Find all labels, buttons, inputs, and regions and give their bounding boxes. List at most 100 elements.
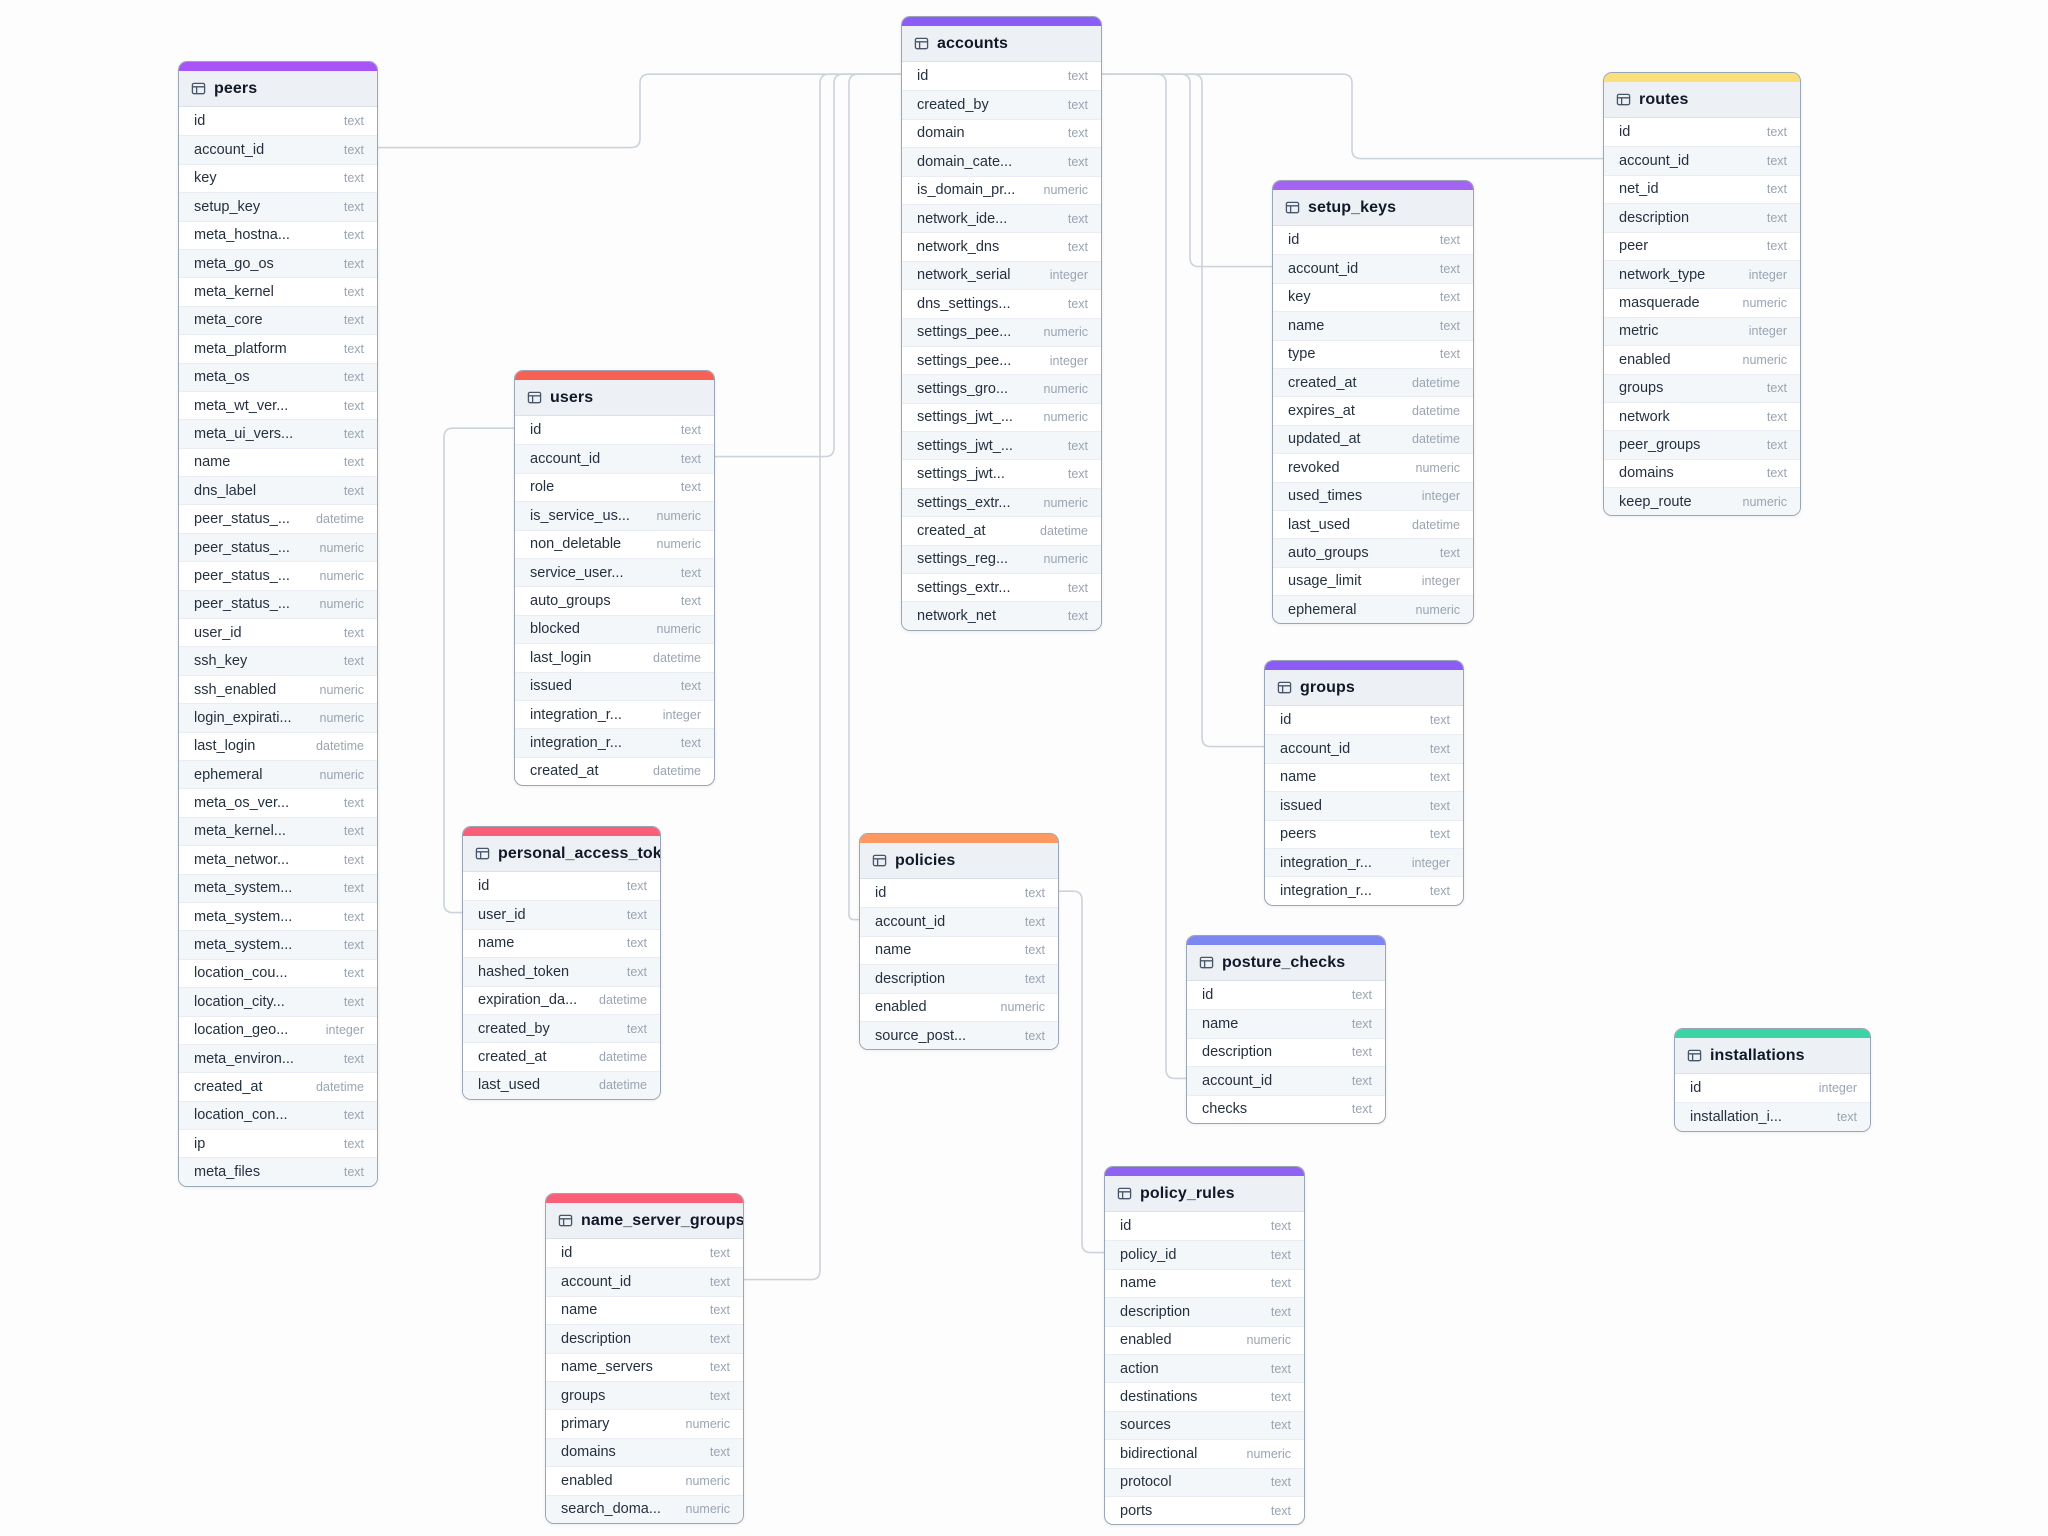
table-header: posture_checks xyxy=(1187,945,1385,981)
field-type: datetime xyxy=(316,739,364,754)
field-name: non_deletable xyxy=(530,536,622,553)
field-name: account_id xyxy=(1288,261,1359,278)
field-type: numeric xyxy=(656,508,701,523)
field-name: meta_system... xyxy=(194,908,293,925)
table-title: setup_keys xyxy=(1308,198,1397,216)
field-type: numeric xyxy=(1246,1446,1291,1461)
field-type: text xyxy=(1067,211,1088,226)
field-type: text xyxy=(1067,438,1088,453)
field-type: integer xyxy=(1411,855,1450,870)
table-title: peers xyxy=(214,79,258,97)
field-type: text xyxy=(1024,943,1045,958)
field-name: primary xyxy=(561,1416,610,1433)
field-type: text xyxy=(709,1331,730,1346)
field-type: text xyxy=(1024,886,1045,901)
table-accent-bar xyxy=(902,17,1101,26)
field-type: text xyxy=(1024,971,1045,986)
field-name: name xyxy=(875,942,912,959)
field-name: location_con... xyxy=(194,1107,288,1124)
table-header: accounts xyxy=(902,26,1101,62)
field-type: text xyxy=(343,398,364,413)
field-name: name_servers xyxy=(561,1359,653,1376)
relationship-line xyxy=(848,73,902,921)
field-row-is_service_us: is_service_us...numeric xyxy=(515,501,714,530)
field-name: meta_os_ver... xyxy=(194,795,290,812)
field-name: meta_environ... xyxy=(194,1050,294,1067)
field-name: key xyxy=(1288,289,1311,306)
field-name: network_serial xyxy=(917,267,1011,284)
field-type: text xyxy=(1439,318,1460,333)
field-row-meta_networ: meta_networ...text xyxy=(179,845,377,873)
table-header: personal_access_tokens xyxy=(463,836,660,872)
field-type: text xyxy=(1351,1102,1372,1117)
field-row-settings_jwt: settings_jwt...text xyxy=(902,459,1101,487)
field-name: id xyxy=(1280,712,1292,729)
table-accent-bar xyxy=(1675,1029,1870,1038)
field-name: enabled xyxy=(1120,1332,1172,1349)
field-type: text xyxy=(680,565,701,580)
field-name: user_id xyxy=(478,907,526,924)
field-name: id xyxy=(1619,124,1631,141)
field-type: numeric xyxy=(1742,494,1787,509)
field-type: text xyxy=(343,909,364,924)
field-name: used_times xyxy=(1288,488,1363,505)
field-name: created_at xyxy=(530,763,599,780)
field-type: text xyxy=(1270,1304,1291,1319)
field-row-peer_status_: peer_status_...numeric xyxy=(179,589,377,619)
field-type: text xyxy=(343,341,364,356)
field-name: name xyxy=(1202,1016,1239,1033)
field-type: text xyxy=(626,908,647,923)
field-name: network xyxy=(1619,408,1670,425)
field-name: installation_i... xyxy=(1690,1109,1782,1126)
field-name: peer_groups xyxy=(1619,436,1701,453)
field-type: text xyxy=(680,480,701,495)
field-type: text xyxy=(709,1388,730,1403)
field-type: text xyxy=(709,1360,730,1375)
relationship-line xyxy=(712,73,902,458)
relationship-line xyxy=(741,73,902,1281)
table-icon xyxy=(1616,93,1631,106)
table-personal_access_tokens[interactable]: personal_access_tokensidtextuser_idtextn… xyxy=(462,826,661,1101)
field-name: net_id xyxy=(1619,181,1659,198)
field-name: updated_at xyxy=(1288,431,1361,448)
field-name: last_used xyxy=(478,1077,541,1094)
field-name: name xyxy=(1288,317,1325,334)
field-type: text xyxy=(1024,915,1045,930)
field-name: peer_status_... xyxy=(194,511,290,528)
field-type: text xyxy=(1439,290,1460,305)
field-type: text xyxy=(1429,884,1450,899)
field-name: auto_groups xyxy=(1288,544,1369,561)
field-type: numeric xyxy=(656,537,701,552)
field-type: text xyxy=(343,654,364,669)
field-type: text xyxy=(343,285,364,300)
